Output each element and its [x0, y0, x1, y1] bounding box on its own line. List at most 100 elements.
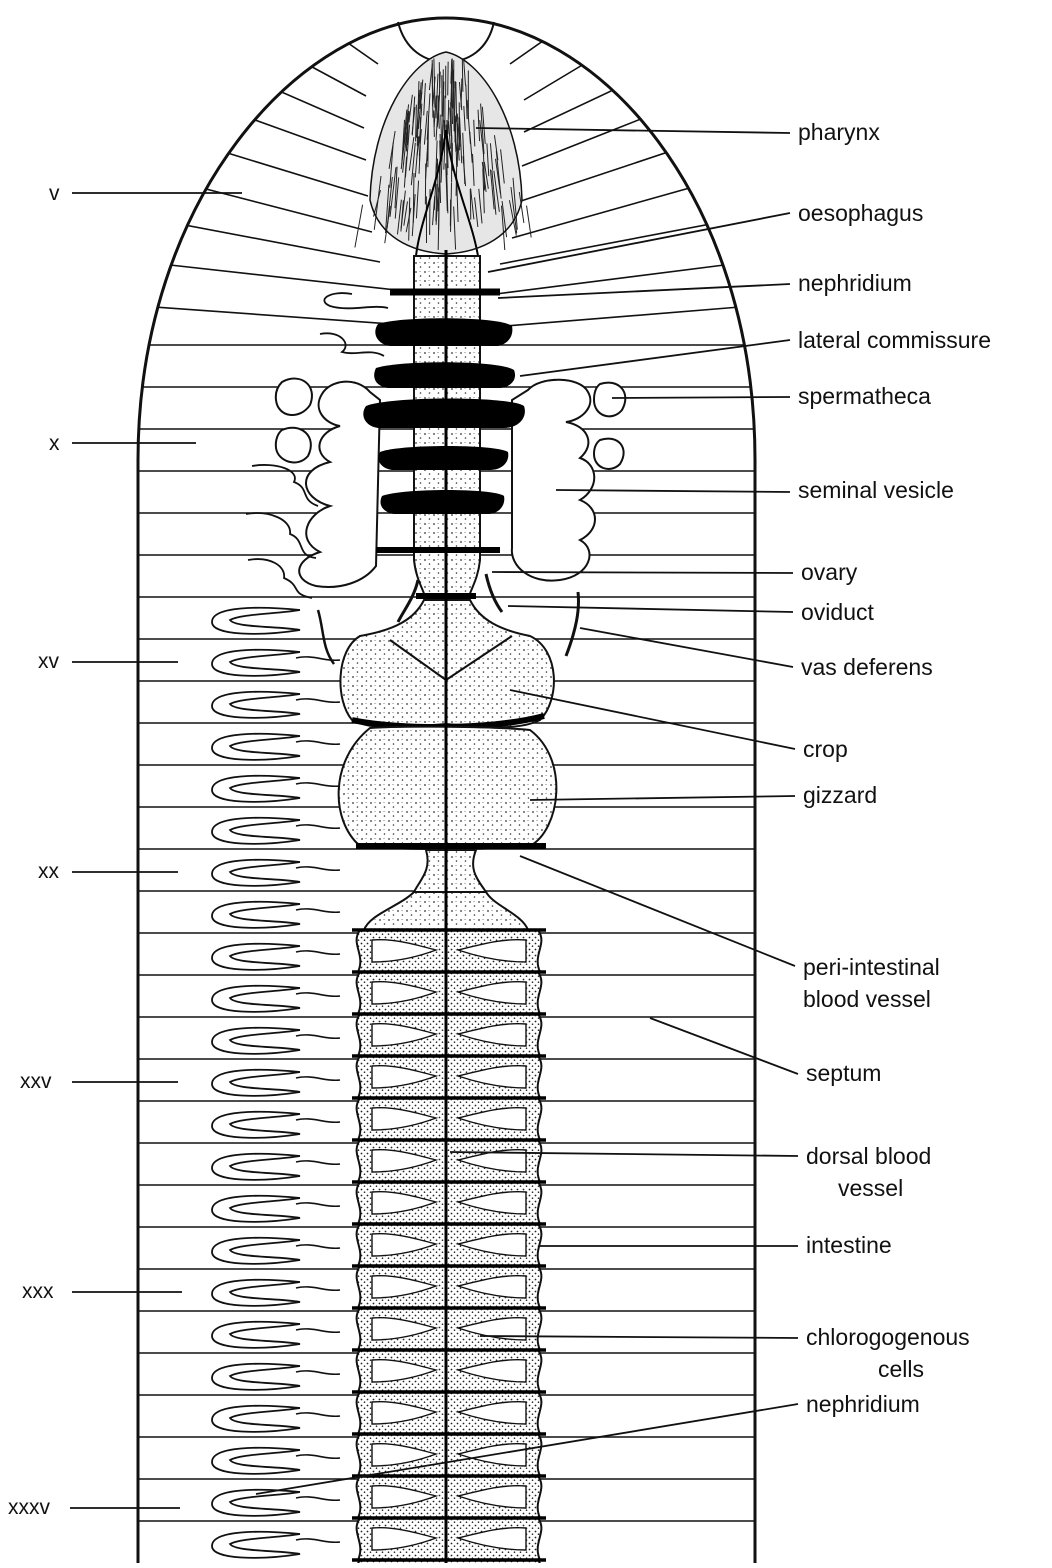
nephridium-duct-13	[296, 1161, 340, 1164]
leader-line-12	[650, 1018, 798, 1074]
leader-line-7	[508, 606, 793, 612]
nephridium-duct-21	[296, 1497, 340, 1500]
segment-label-xv: xv	[38, 650, 60, 673]
label-nephridium-lower: nephridium	[806, 1391, 920, 1417]
nephridium-loop-11	[212, 1070, 300, 1096]
leader-line-2	[498, 284, 790, 298]
nephridium-loop-9	[212, 986, 300, 1012]
septum-line-head-10	[524, 40, 624, 100]
label-pharynx: pharynx	[798, 119, 880, 145]
nephridium-loop-16	[212, 1280, 300, 1306]
label-dorsal-blood-vessel-line-2: vessel	[838, 1175, 903, 1201]
lateral-commissure-2	[375, 318, 512, 346]
label-ovary: ovary	[801, 559, 858, 585]
nephridium-coil-1	[324, 293, 388, 308]
nephridium-duct-5	[296, 825, 340, 828]
nephridium-loop-18	[212, 1364, 300, 1390]
septum-line-head-7	[143, 262, 396, 290]
nephridium-duct-18	[296, 1371, 340, 1374]
leader-line-8	[580, 628, 793, 667]
nephridium-loop-1	[212, 650, 300, 676]
label-gizzard: gizzard	[803, 782, 877, 808]
lateral-commissure-4	[363, 399, 525, 429]
segment-labels: v x xv xx xxv xxx xxxv	[8, 182, 60, 1519]
label-dorsal-blood-vessel-line-1: dorsal blood	[806, 1143, 931, 1169]
leader-line-4	[612, 397, 790, 398]
nephridium-duct-6	[296, 867, 340, 870]
nephridium-duct-14	[296, 1203, 340, 1206]
segment-label-xxx: xxx	[22, 1280, 54, 1303]
nephridium-duct-15	[296, 1245, 340, 1248]
label-peri-intestinal-line-2: blood vessel	[803, 986, 931, 1012]
nephridium-loop-13	[212, 1154, 300, 1180]
pharynx-fiber-126	[462, 58, 463, 91]
nephridium-loop-17	[212, 1322, 300, 1348]
pharynx-fiber-158	[470, 189, 471, 220]
septum-line-head-9	[510, 22, 570, 64]
spermatheca-left-2	[276, 428, 311, 463]
nephridium-duct-16	[296, 1287, 340, 1290]
nephridium-duct-7	[296, 909, 340, 912]
nephridium-loop-2	[212, 692, 300, 718]
pharynx-fiber-72	[455, 116, 456, 143]
septum-line-head-16	[496, 262, 748, 294]
nephridium-duct-9	[296, 993, 340, 996]
nephridium-loop-5	[212, 818, 300, 844]
nephridium-duct-4	[296, 783, 340, 786]
nephridium-duct-17	[296, 1329, 340, 1332]
label-spermatheca: spermatheca	[798, 383, 931, 409]
nephridium-loop-3	[212, 734, 300, 760]
nephridium-loop-7	[212, 902, 300, 928]
pharynx-fiber-113	[457, 117, 458, 166]
septum-line-head-1	[262, 40, 366, 96]
nephridium-loop-10	[212, 1028, 300, 1054]
segment-label-x: x	[49, 432, 60, 455]
septum-line-head-17	[506, 306, 752, 326]
label-peri-intestinal-line-1: peri-intestinal	[803, 954, 940, 980]
nephridium-loop-0	[212, 608, 300, 634]
lateral-commissure-5	[379, 446, 509, 470]
septum-line-head-3	[194, 98, 366, 160]
segment-label-v: v	[49, 182, 60, 205]
label-vas-deferens: vas deferens	[801, 654, 933, 680]
septum-line-head-13	[518, 136, 716, 202]
gizzard-neck	[414, 850, 486, 898]
label-nephridium-upper: nephridium	[798, 270, 912, 296]
spermatheca-right-1	[594, 383, 625, 417]
nephridium-loop-20	[212, 1448, 300, 1474]
segment-label-xxv: xxv	[20, 1070, 52, 1093]
nephridium-duct-19	[296, 1413, 340, 1416]
spermatheca-left-1	[276, 379, 312, 415]
label-intestine: intestine	[806, 1232, 892, 1258]
segment-label-xx: xx	[38, 860, 60, 883]
nephridium-duct-11	[296, 1077, 340, 1080]
lateral-commissure-6	[381, 490, 505, 514]
label-chlorogogenous-line-1: chlorogogenous	[806, 1324, 970, 1350]
label-septum: septum	[806, 1060, 881, 1086]
nephridium-duct-8	[296, 951, 340, 954]
leader-line-1	[488, 213, 790, 272]
nephridium-loop-15	[212, 1238, 300, 1264]
nephridium-duct-3	[296, 741, 340, 744]
leader-line-9	[510, 690, 795, 749]
pharynx-fiber-49	[454, 81, 455, 125]
vas-deferens-left	[318, 610, 334, 664]
nephridium-duct-12	[296, 1119, 340, 1122]
oviduct-right	[486, 574, 502, 612]
nephridium-duct-2	[296, 699, 340, 702]
nephridium-loop-6	[212, 860, 300, 886]
label-chlorogogenous-line-2: cells	[878, 1356, 924, 1382]
nephridium-duct-10	[296, 1035, 340, 1038]
organ-labels: pharynx oesophagus nephridium lateral co…	[798, 119, 991, 1417]
label-lateral-commissure: lateral commissure	[798, 327, 991, 353]
septum-line-head-2	[222, 66, 364, 128]
nephridium-duct-1	[296, 657, 340, 660]
nephridium-duct-20	[296, 1455, 340, 1458]
vas-deferens-right	[566, 592, 579, 656]
nephridium-loop-12	[212, 1112, 300, 1138]
label-oviduct: oviduct	[801, 599, 874, 625]
spermatheca-right-2	[594, 439, 624, 469]
segment-label-xxxv: xxxv	[8, 1496, 51, 1519]
